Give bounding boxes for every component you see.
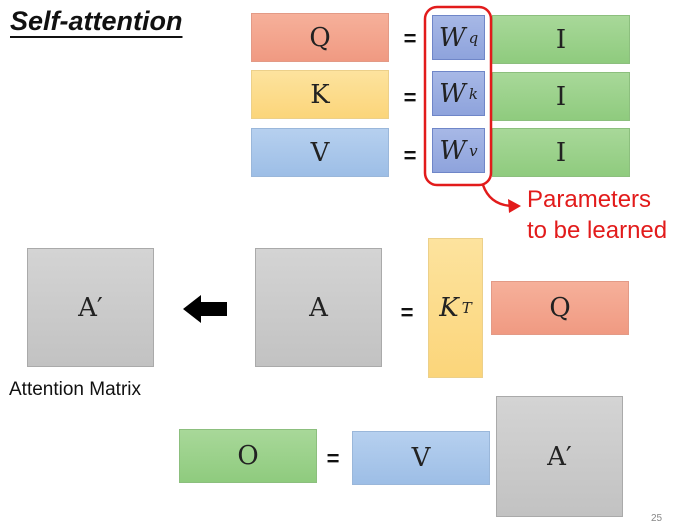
parameters-note-line1: Parameters xyxy=(527,186,652,213)
a-prime-box-output: A′ xyxy=(496,396,623,517)
parameters-note: Parameters to be learned xyxy=(527,184,667,246)
i-box-q: I xyxy=(492,15,630,64)
i-box-k: I xyxy=(492,72,630,121)
kt-label: K xyxy=(439,293,459,323)
wq-label: W xyxy=(438,22,466,53)
wv-sup: v xyxy=(469,141,478,160)
left-arrow-icon xyxy=(183,295,227,323)
wq-sup: q xyxy=(468,28,479,47)
parameters-note-line2: to be learned xyxy=(527,217,668,244)
equals-sign-k: = xyxy=(403,85,417,110)
q-box-attention: Q xyxy=(491,281,629,335)
attention-matrix-caption: Attention Matrix xyxy=(9,379,141,400)
o-box: O xyxy=(179,429,317,483)
i-box-v: I xyxy=(492,128,630,177)
a-prime-box: A′ xyxy=(27,248,154,367)
kt-sup: T xyxy=(461,299,472,317)
v-box-output: V xyxy=(352,431,490,485)
wv-label: W xyxy=(439,135,467,166)
v-box: V xyxy=(251,128,389,177)
q-box: Q xyxy=(251,13,389,62)
a-box: A xyxy=(255,248,382,367)
slide-title: Self-attention xyxy=(10,6,183,36)
equals-sign-v: = xyxy=(403,143,417,168)
page-number: 25 xyxy=(651,513,663,524)
wk-sup: k xyxy=(468,84,478,103)
equals-sign-q: = xyxy=(403,26,417,51)
equals-sign-a: = xyxy=(400,300,414,325)
parameters-arrow-line xyxy=(481,184,513,208)
wk-label: W xyxy=(439,78,466,109)
parameters-arrow-head xyxy=(508,199,521,213)
parameters-highlight-box xyxy=(423,5,493,187)
equals-sign-o: = xyxy=(326,446,340,471)
k-box: K xyxy=(251,70,389,119)
